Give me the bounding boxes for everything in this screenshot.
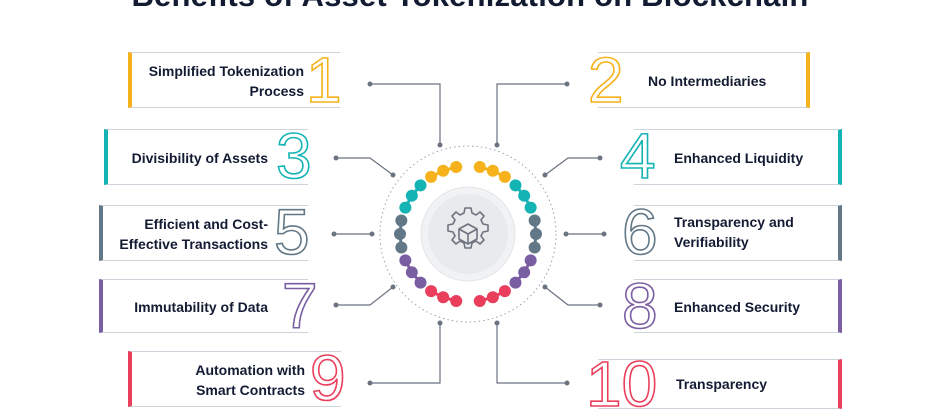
benefit-label-3: Divisibility of Assets — [131, 150, 268, 166]
benefit-label-4: Enhanced Liquidity — [674, 150, 804, 166]
benefit-label-6: Transparency and Verifiability — [674, 214, 794, 250]
connector-diagram — [331, 81, 607, 386]
bead — [395, 241, 408, 254]
connector-lines — [331, 81, 607, 386]
connector-1 — [370, 83, 441, 145]
bead — [518, 266, 531, 279]
bead — [473, 161, 486, 174]
bead — [528, 241, 541, 254]
bead — [473, 294, 486, 307]
connector-4 — [544, 157, 600, 176]
benefit-card-7: Immutability of Data — [99, 279, 308, 333]
bead — [450, 161, 463, 174]
benefit-card-2: No Intermediaries — [598, 52, 810, 108]
benefit-number-4: 4 — [619, 120, 656, 192]
bead — [498, 170, 511, 183]
connector-2 — [496, 83, 567, 145]
benefit-label-10: Transparency — [676, 376, 768, 392]
benefit-label-9: Automation with Smart Contracts — [195, 362, 305, 398]
benefit-number-3: 3 — [275, 120, 312, 192]
bead — [486, 291, 499, 304]
bead — [486, 164, 499, 177]
benefit-label-7: Immutability of Data — [134, 299, 268, 315]
benefit-number-1: 1 — [305, 44, 342, 116]
benefit-number-10: 10 — [585, 348, 658, 420]
benefit-number-9: 9 — [309, 342, 346, 414]
bead — [414, 179, 427, 192]
connector-3 — [336, 157, 394, 176]
benefit-number-6: 6 — [621, 196, 658, 268]
connector-9 — [370, 323, 441, 384]
benefit-card-9: Automation with Smart Contracts — [128, 351, 341, 407]
bead — [530, 228, 542, 240]
bead — [405, 189, 418, 202]
benefit-number-5: 5 — [273, 196, 310, 268]
benefit-card-8: Enhanced Security — [634, 279, 842, 333]
benefit-card-4: Enhanced Liquidity — [634, 129, 842, 185]
benefit-card-5: Efficient and Cost- Effective Transactio… — [99, 205, 308, 261]
bead — [425, 170, 438, 183]
diagram-title: Benefits of Asset Tokenization on Blockc… — [0, 0, 940, 14]
benefit-number-2: 2 — [587, 44, 624, 116]
benefit-card-1: Simplified Tokenization Process — [128, 52, 340, 108]
bead — [437, 291, 450, 304]
connector-7 — [336, 286, 394, 306]
bead — [405, 266, 418, 279]
benefit-card-6: Transparency and Verifiability — [634, 205, 842, 261]
bead — [414, 276, 427, 289]
bead — [509, 276, 522, 289]
benefit-label-2: No Intermediaries — [648, 73, 767, 89]
outer-dotted-ring — [379, 145, 557, 323]
bead — [518, 189, 531, 202]
bead-ring — [394, 161, 542, 307]
bead — [528, 214, 541, 227]
benefit-label-1: Simplified Tokenization Process — [148, 63, 304, 99]
bead — [399, 254, 412, 267]
bead — [524, 254, 537, 267]
bead — [450, 294, 463, 307]
benefit-card-3: Divisibility of Assets — [104, 129, 308, 185]
benefit-label-8: Enhanced Security — [674, 299, 801, 315]
bead — [395, 214, 408, 227]
gear-cube-icon — [447, 207, 489, 249]
bead — [437, 164, 450, 177]
bead — [498, 285, 511, 298]
bead — [509, 179, 522, 192]
bead — [399, 201, 412, 214]
bead — [394, 228, 406, 240]
bead — [524, 201, 537, 214]
benefit-number-8: 8 — [621, 270, 658, 342]
benefit-label-5: Efficient and Cost- Effective Transactio… — [119, 216, 268, 252]
benefit-number-7: 7 — [281, 270, 318, 342]
connector-8 — [544, 286, 600, 306]
bead — [425, 285, 438, 298]
connector-10 — [496, 323, 567, 384]
